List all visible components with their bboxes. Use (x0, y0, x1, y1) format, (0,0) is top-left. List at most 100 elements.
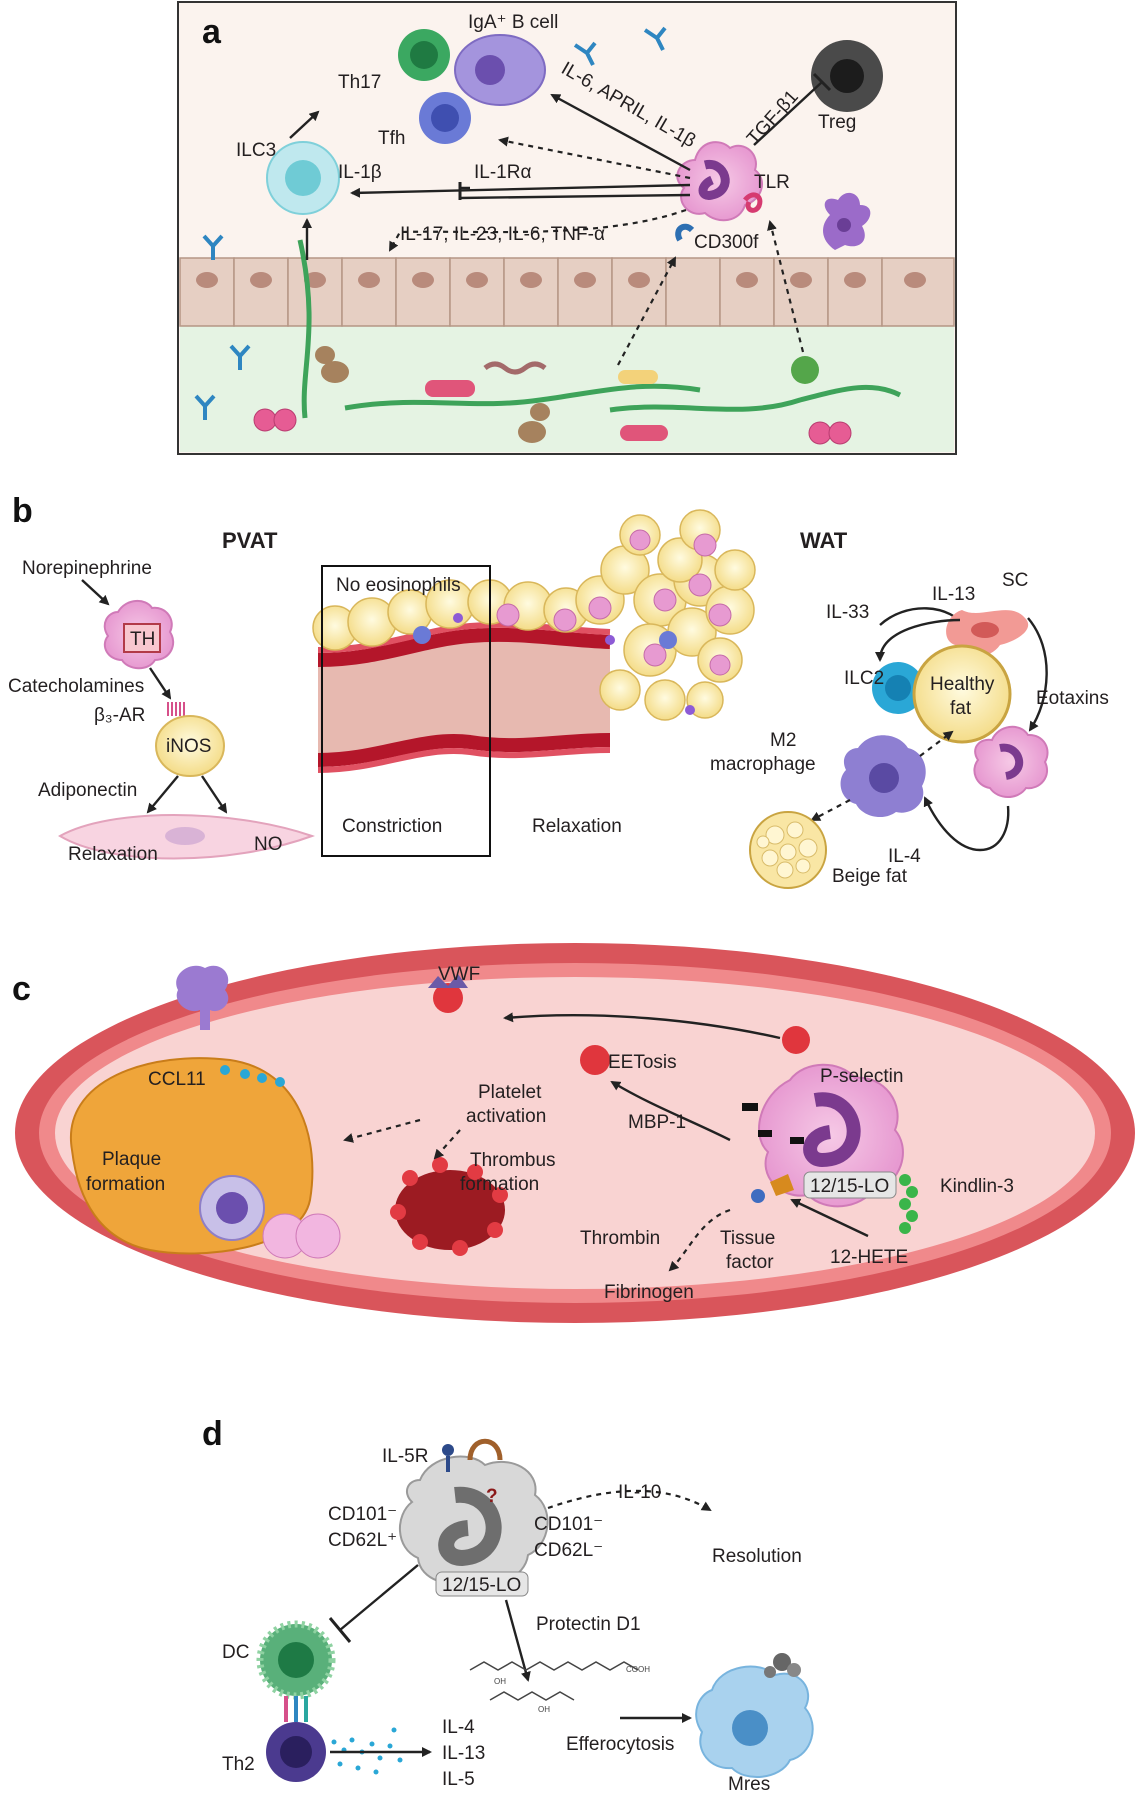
label-il13-d: IL-13 (442, 1743, 485, 1764)
antibodies (194, 26, 667, 420)
label-il4-d: IL-4 (442, 1717, 475, 1738)
label-ilc3: ILC3 (236, 140, 276, 161)
b3ar-receptor (167, 702, 185, 716)
fiber (344, 383, 701, 411)
label-cd101-left: CD101⁻ (328, 1504, 397, 1525)
label-il33: IL-33 (826, 602, 869, 623)
thrombus (390, 1157, 508, 1256)
inos-adipocyte (155, 715, 225, 777)
arrow-bacteria-eos (617, 256, 676, 366)
cd300f-receptor (675, 223, 695, 242)
label-thrombin: Thrombin (580, 1228, 660, 1249)
tlr-receptor (743, 192, 763, 213)
label-vwf: VWF (438, 964, 480, 985)
label-catecholamines: Catecholamines (8, 676, 144, 697)
inhibit-dc (339, 1564, 419, 1631)
label-fibrinogen: Fibrinogen (604, 1282, 694, 1303)
vessel-eosinophils (262, 1213, 341, 1259)
pvat-eosinophil: TH (103, 600, 175, 670)
arrow-eos-tfh (498, 136, 691, 180)
label-il10: IL-10 (618, 1482, 661, 1503)
label-efferocytosis: Efferocytosis (566, 1734, 674, 1755)
arrow-ilc3-th17 (289, 110, 320, 139)
label-healthy-fat-1: Healthy (930, 674, 995, 695)
lo-box (803, 1171, 897, 1199)
arrow-platelet-thrombus (433, 1129, 461, 1160)
arrow-m2-fat (919, 730, 954, 757)
arrow-m2-beige (810, 799, 851, 821)
label-constriction: Constriction (342, 816, 442, 837)
ccl11-dots (220, 1065, 285, 1087)
label-il5r: IL-5R (382, 1446, 428, 1467)
label-th2: Th2 (222, 1754, 255, 1775)
treg-cell (811, 40, 883, 112)
arrow-dc-eos (767, 220, 805, 353)
label-platelet-2: activation (466, 1106, 546, 1127)
label-protectin: Protectin D1 (536, 1614, 641, 1635)
smooth-muscle-nucleus (165, 827, 205, 845)
arrow-il10 (547, 1489, 712, 1512)
platelets (433, 983, 810, 1075)
label-cooh: COOH (626, 1665, 650, 1674)
panel-letter-b: b (12, 492, 33, 530)
label-ilc2: ILC2 (844, 668, 884, 689)
arrow-catecholamines (149, 667, 172, 700)
large-eosinophil (742, 1063, 904, 1208)
label-il13-wat: IL-13 (932, 584, 975, 605)
label-dc: DC (222, 1642, 249, 1663)
label-cd300f: CD300f (694, 232, 759, 253)
arrow-eos-ilc3 (350, 183, 691, 198)
dendritic-cell-d (256, 1620, 336, 1700)
label-relaxation-pvat: Relaxation (68, 844, 158, 865)
panel-d: d IL-5R ? 12/15-LO IL-10 Resolution CD10… (202, 1415, 814, 1795)
lo-box-d (435, 1571, 529, 1597)
label-tlr: TLR (754, 172, 790, 193)
label-ccl11: CCL11 (148, 1069, 206, 1090)
fiber (609, 384, 902, 413)
label-il1ra: IL-1Rα (474, 162, 531, 183)
vwf (428, 974, 468, 988)
pvat-macrophages (413, 613, 695, 715)
arrow-pselectin-vwf (503, 1012, 781, 1040)
label-il5-d: IL-5 (442, 1769, 475, 1790)
epithelial-nuclei (196, 272, 926, 288)
stromal-nucleus (971, 622, 999, 638)
arrow-eotaxins (1027, 617, 1048, 732)
label-no: NO (254, 834, 283, 855)
arrow-adiponectin (146, 775, 179, 814)
beige-fat-cell (749, 811, 827, 889)
arrow-protectin (504, 1599, 531, 1682)
cytokine-dots (331, 1727, 403, 1775)
panel-letter-c: c (12, 970, 31, 1008)
arrow-eos-bcell (550, 93, 691, 172)
label-hete: 12-HETE (830, 1247, 908, 1268)
arrow-platelet-plaque (343, 1118, 421, 1143)
label-mbp1: MBP-1 (628, 1112, 686, 1133)
label-no-eosinophils: No eosinophils (336, 575, 461, 596)
label-plaque-1: Plaque (102, 1149, 161, 1170)
label-plaque-2: formation (86, 1174, 165, 1195)
tissue-factor-receptor (751, 1189, 765, 1203)
healthy-fat-cell (912, 644, 1012, 744)
label-platelet-1: Platelet (478, 1082, 542, 1103)
label-lo-c: 12/15-LO (810, 1176, 889, 1197)
tfh-cell (419, 92, 471, 144)
panel-letter-a: a (202, 13, 222, 51)
label-oh-1: OH (494, 1677, 506, 1686)
arrow-mbp1 (610, 1080, 731, 1142)
label-m2-1: M2 (770, 730, 796, 751)
label-tfh: Tfh (378, 128, 405, 149)
kindlin3 (899, 1174, 918, 1234)
label-healthy-fat-2: fat (950, 698, 972, 719)
label-eetosis: EETosis (608, 1052, 677, 1073)
label-beige-fat: Beige fat (832, 866, 908, 887)
label-oh-2: OH (538, 1705, 550, 1714)
wat-eosinophil (973, 725, 1049, 798)
label-lo-d: 12/15-LO (442, 1575, 521, 1596)
label-adiponectin: Adiponectin (38, 780, 137, 801)
label-m2-2: macrophage (710, 754, 816, 775)
dendritic-cell (823, 192, 871, 250)
panel-a: a IgA⁺ B cell Th17 Tfh ILC3 Treg IL-6, A… (177, 1, 957, 455)
label-b3ar: β₃-AR (94, 705, 145, 726)
